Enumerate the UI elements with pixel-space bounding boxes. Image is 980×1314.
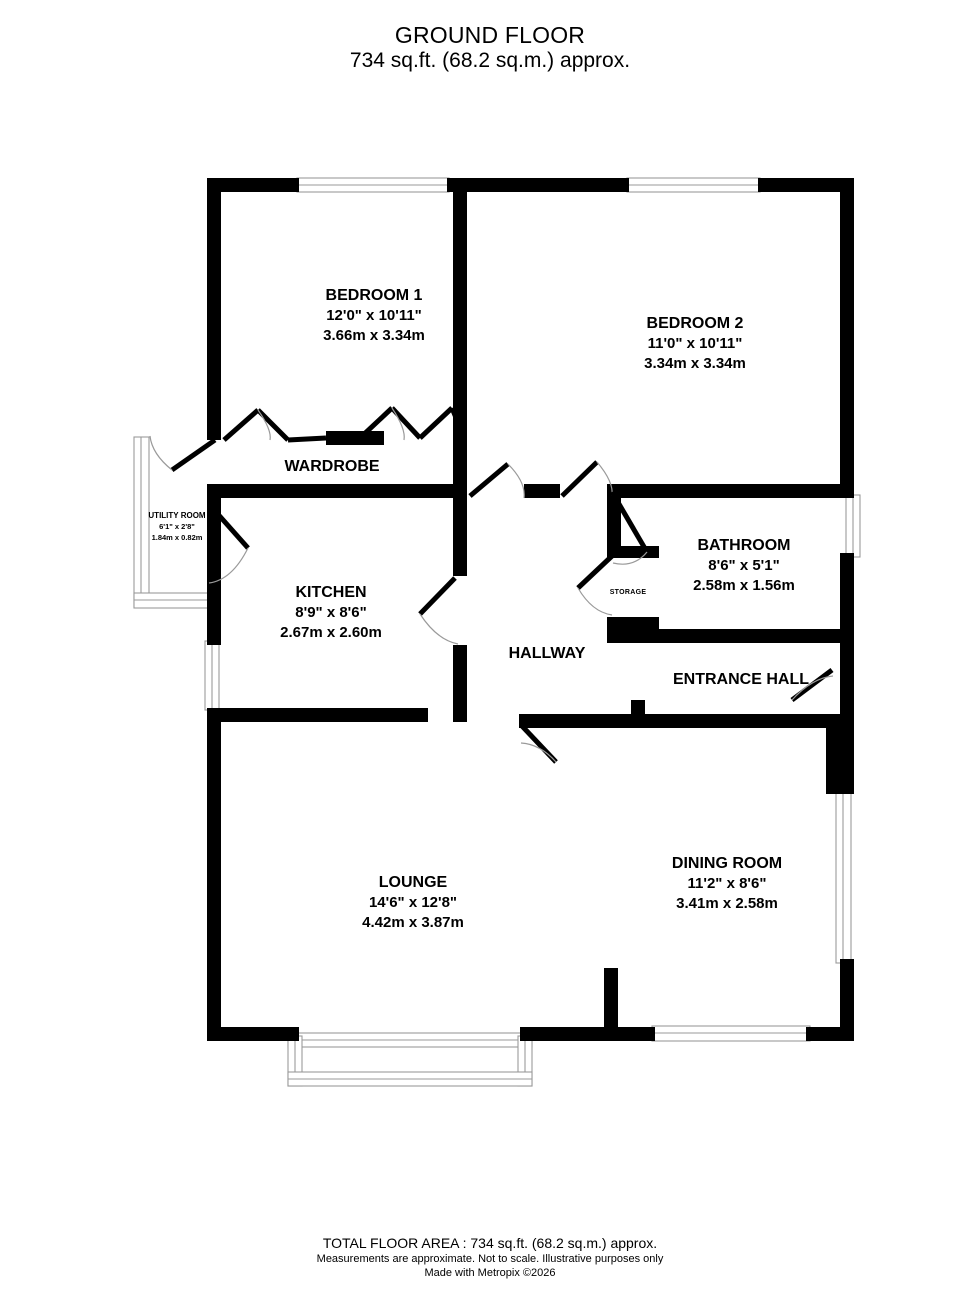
- room-label-hallway: HALLWAY: [509, 645, 586, 662]
- room-label-wardrobe: WARDROBE: [284, 458, 379, 475]
- kitchen-door: [418, 576, 459, 645]
- room-label-bedroom-2: BEDROOM 2 11'0" x 10'11" 3.34m x 3.34m: [644, 315, 746, 372]
- doors-group: [149, 406, 834, 764]
- lounge-bay-window-south: [287, 1032, 533, 1087]
- room-label-entrance-hall: ENTRANCE HALL: [673, 671, 809, 688]
- bathroom-name: BATHROOM: [697, 537, 790, 554]
- storage-name: STORAGE: [610, 589, 647, 596]
- entrance-front-door: [790, 668, 834, 702]
- storage-door: [576, 554, 614, 616]
- lounge-door: [520, 724, 558, 764]
- page-title: GROUND FLOOR: [394, 22, 586, 48]
- dining-room-name: DINING ROOM: [672, 855, 782, 872]
- bathroom-door: [609, 490, 650, 565]
- plan-header: GROUND FLOOR 734 sq.ft. (68.2 sq.m.) app…: [0, 22, 980, 74]
- kitchen-dim-metric: 2.67m x 2.60m: [280, 624, 382, 641]
- utility-room-dim-imperial: 6'1" x 2'8": [159, 522, 195, 531]
- entrance-hall-name: ENTRANCE HALL: [673, 671, 809, 688]
- lounge-dim-imperial: 14'6" x 12'8": [369, 894, 457, 911]
- bathroom-dim-imperial: 8'6" x 5'1": [708, 557, 779, 574]
- bedroom-1-door: [468, 462, 525, 499]
- dining-window-south: [651, 1025, 811, 1042]
- utility-room-dim-metric: 1.84m x 0.82m: [152, 533, 203, 542]
- bedroom-1-window-north: [296, 177, 450, 193]
- utility-room-name: UTILITY ROOM: [148, 511, 206, 520]
- room-label-kitchen: KITCHEN 8'9" x 8'6" 2.67m x 2.60m: [280, 584, 382, 641]
- utility-external-door: [149, 435, 217, 473]
- room-label-utility-room: UTILITY ROOM 6'1" x 2'8" 1.84m x 0.82m: [148, 511, 206, 542]
- bedroom-1-name: BEDROOM 1: [326, 287, 423, 304]
- plan-footer: TOTAL FLOOR AREA : 734 sq.ft. (68.2 sq.m…: [0, 1234, 980, 1280]
- dining-room-dim-metric: 3.41m x 2.58m: [676, 895, 778, 912]
- credit-text: Made with Metropix ©2026: [424, 1267, 556, 1279]
- bedroom-2-dim-metric: 3.34m x 3.34m: [644, 355, 746, 372]
- kitchen-window-west: [204, 640, 220, 711]
- hallway-name: HALLWAY: [509, 645, 586, 662]
- lounge-dim-metric: 4.42m x 3.87m: [362, 914, 464, 931]
- bedroom-2-window-north: [626, 177, 761, 193]
- kitchen-name: KITCHEN: [295, 584, 366, 601]
- kitchen-dim-imperial: 8'9" x 8'6": [295, 604, 366, 621]
- bathroom-dim-metric: 2.58m x 1.56m: [693, 577, 795, 594]
- total-floor-area: TOTAL FLOOR AREA : 734 sq.ft. (68.2 sq.m…: [322, 1235, 658, 1251]
- room-labels-group: BEDROOM 1 12'0" x 10'11" 3.66m x 3.34m B…: [148, 287, 809, 931]
- bedroom-2-dim-imperial: 11'0" x 10'11": [648, 335, 743, 352]
- bedroom-1-dim-metric: 3.66m x 3.34m: [323, 327, 425, 344]
- dining-window-east: [835, 792, 852, 964]
- bathroom-window-east: [845, 494, 861, 558]
- utility-to-kitchen-door: [208, 510, 250, 584]
- room-label-bedroom-1: BEDROOM 1 12'0" x 10'11" 3.66m x 3.34m: [323, 287, 425, 344]
- utility-window-west: [133, 436, 150, 608]
- room-label-lounge: LOUNGE 14'6" x 12'8" 4.42m x 3.87m: [362, 874, 464, 931]
- page-area-subtitle: 734 sq.ft. (68.2 sq.m.) approx.: [349, 49, 631, 72]
- disclaimer-text: Measurements are approximate. Not to sca…: [316, 1253, 664, 1265]
- dining-room-dim-imperial: 11'2" x 8'6": [688, 875, 767, 892]
- wardrobe-bifold-doors: [222, 406, 465, 445]
- bedroom-2-door: [560, 460, 613, 498]
- wardrobe-name: WARDROBE: [284, 458, 379, 475]
- lounge-name: LOUNGE: [379, 874, 448, 891]
- utility-window-south: [133, 592, 219, 609]
- room-label-dining-room: DINING ROOM 11'2" x 8'6" 3.41m x 2.58m: [672, 855, 782, 912]
- bedroom-2-name: BEDROOM 2: [647, 315, 744, 332]
- room-label-bathroom: BATHROOM 8'6" x 5'1" 2.58m x 1.56m: [693, 537, 795, 594]
- room-label-storage: STORAGE: [610, 589, 647, 596]
- bedroom-1-dim-imperial: 12'0" x 10'11": [326, 307, 422, 324]
